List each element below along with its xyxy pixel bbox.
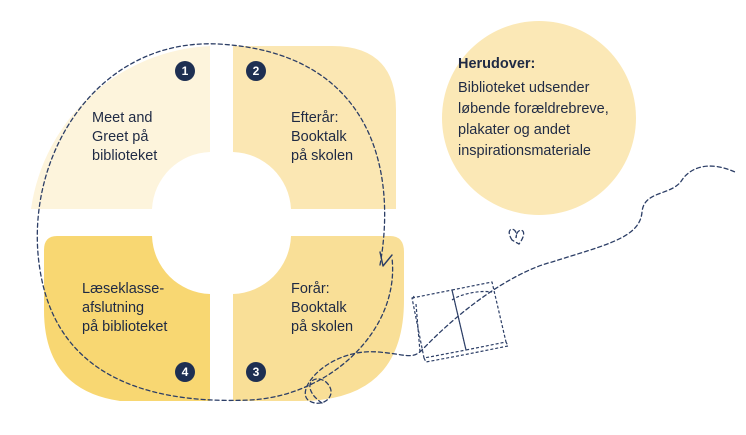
info-title: Herudover: [458, 56, 536, 72]
heart-doodle-icon [508, 228, 525, 245]
step-4-label: Læseklasse- afslutning på biblioteket [82, 281, 168, 335]
quadrant-4 [44, 236, 210, 401]
step-3-badge: 3 [246, 362, 266, 382]
step-3-label: Forår: Booktalk på skolen [291, 281, 354, 335]
info-text: Biblioteket udsender løbende forældrebre… [458, 80, 609, 159]
quadrant-2 [233, 46, 396, 209]
step-1-badge: 1 [175, 61, 195, 81]
quadrant-3 [233, 236, 404, 401]
step-2-label: Efterår: Booktalk på skolen [291, 110, 354, 164]
cycle-dashed-loop [36, 43, 394, 402]
step-2-badge: 2 [246, 61, 266, 81]
info-circle [442, 21, 636, 215]
loop-arrowhead [379, 251, 393, 267]
quadrant-1 [31, 46, 210, 209]
open-book-icon [411, 281, 509, 363]
step-4-badge: 4 [175, 362, 195, 382]
step-1-label: Meet and Greet på biblioteket [92, 110, 158, 164]
doodle-trail [304, 165, 736, 404]
